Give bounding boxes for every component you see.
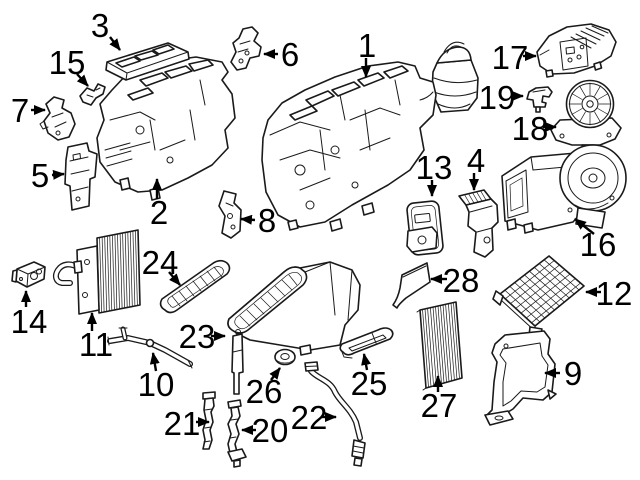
part-10-drawing	[107, 326, 193, 369]
callout-19-number: 19	[479, 79, 516, 116]
callout-11-number: 11	[79, 326, 113, 363]
part-8-drawing	[218, 190, 242, 239]
part-18-drawing	[550, 79, 622, 153]
callout-18-number: 18	[512, 110, 549, 147]
callout-12: 12	[585, 275, 633, 312]
part-11-drawing	[52, 229, 141, 315]
part-12-drawing	[492, 255, 585, 339]
callout-4: 4	[467, 142, 485, 191]
callout-4-number: 4	[467, 142, 485, 179]
callout-18: 18	[512, 110, 557, 147]
part-16-drawing	[501, 144, 627, 234]
callout-2-number: 2	[150, 194, 168, 231]
part-15-drawing	[79, 83, 106, 106]
part-20-drawing	[227, 399, 247, 468]
callout-26-arrow	[269, 367, 281, 381]
callout-14-number: 14	[11, 303, 48, 340]
callout-17: 17	[492, 39, 537, 76]
part-25-drawing	[339, 327, 394, 359]
callout-21-number: 21	[164, 405, 201, 442]
callout-10-arrow	[149, 352, 160, 372]
callout-16: 16	[574, 218, 617, 263]
callout-10-number: 10	[138, 366, 175, 403]
callout-26-number: 26	[246, 373, 283, 410]
callout-19: 19	[479, 79, 524, 116]
callout-28: 28	[430, 262, 480, 299]
callout-3-arrow	[109, 36, 121, 51]
callout-16-arrow	[574, 218, 595, 235]
callout-3: 3	[91, 7, 121, 51]
callout-13-number: 13	[416, 149, 453, 186]
callout-1-number: 1	[358, 27, 376, 64]
callout-1: 1	[358, 27, 376, 78]
callout-13: 13	[416, 149, 453, 197]
part-9-drawing	[484, 330, 557, 426]
callout-7: 7	[11, 92, 46, 129]
part-5-drawing	[64, 142, 98, 211]
callout-10: 10	[138, 352, 175, 403]
callout-25: 25	[351, 353, 388, 402]
callout-23: 23	[179, 318, 226, 355]
callout-15-arrow	[76, 73, 89, 87]
callout-5-number: 5	[31, 157, 49, 194]
callout-24: 24	[142, 244, 181, 286]
callout-24-arrow	[168, 271, 181, 286]
callout-27: 27	[421, 375, 458, 424]
callout-5-arrow	[51, 169, 65, 180]
callout-8-number: 8	[258, 202, 276, 239]
part-1-drawing	[261, 41, 479, 232]
part-17-drawing	[536, 23, 617, 78]
callout-15-number: 15	[49, 44, 86, 81]
callout-27-number: 27	[421, 387, 458, 424]
part-3-drawing	[105, 42, 190, 81]
callout-9-number: 9	[564, 355, 582, 392]
callout-21: 21	[164, 405, 210, 442]
callout-17-number: 17	[492, 39, 529, 76]
part-22-drawing	[304, 361, 366, 467]
callout-24-number: 24	[142, 244, 179, 281]
part-27-drawing	[416, 301, 463, 391]
part-4-drawing	[406, 189, 499, 258]
callout-20: 20	[241, 412, 289, 449]
callout-28-number: 28	[443, 262, 480, 299]
part-23-drawing	[227, 261, 361, 395]
part-26-drawing	[274, 348, 296, 366]
callout-6: 6	[263, 36, 299, 73]
callout-12-number: 12	[596, 275, 633, 312]
callout-11: 11	[79, 312, 113, 363]
callout-7-number: 7	[11, 92, 29, 129]
callout-14: 14	[11, 290, 48, 340]
callout-8: 8	[240, 202, 276, 239]
part-19-drawing	[526, 86, 553, 113]
callout-23-number: 23	[179, 318, 216, 355]
part-28-drawing	[392, 262, 431, 309]
callout-25-number: 25	[351, 365, 388, 402]
callout-22-number: 22	[291, 399, 328, 436]
callout-8-arrow	[240, 214, 256, 225]
callout-25-arrow	[361, 353, 371, 371]
callout-22: 22	[291, 399, 337, 436]
callout-26: 26	[246, 367, 283, 410]
callout-20-number: 20	[252, 412, 289, 449]
callout-15: 15	[49, 44, 89, 87]
part-21-drawing	[202, 391, 216, 450]
part-6-drawing	[230, 26, 262, 71]
part-7-drawing	[39, 96, 76, 141]
part-24-drawing	[159, 259, 231, 314]
callout-9: 9	[544, 355, 582, 392]
callout-16-number: 16	[580, 226, 617, 263]
callout-6-number: 6	[281, 36, 299, 73]
callout-2: 2	[150, 178, 168, 231]
part-14-drawing	[11, 261, 46, 288]
part-2-drawing	[96, 56, 236, 201]
callout-3-number: 3	[91, 7, 109, 44]
callout-5: 5	[31, 157, 65, 194]
